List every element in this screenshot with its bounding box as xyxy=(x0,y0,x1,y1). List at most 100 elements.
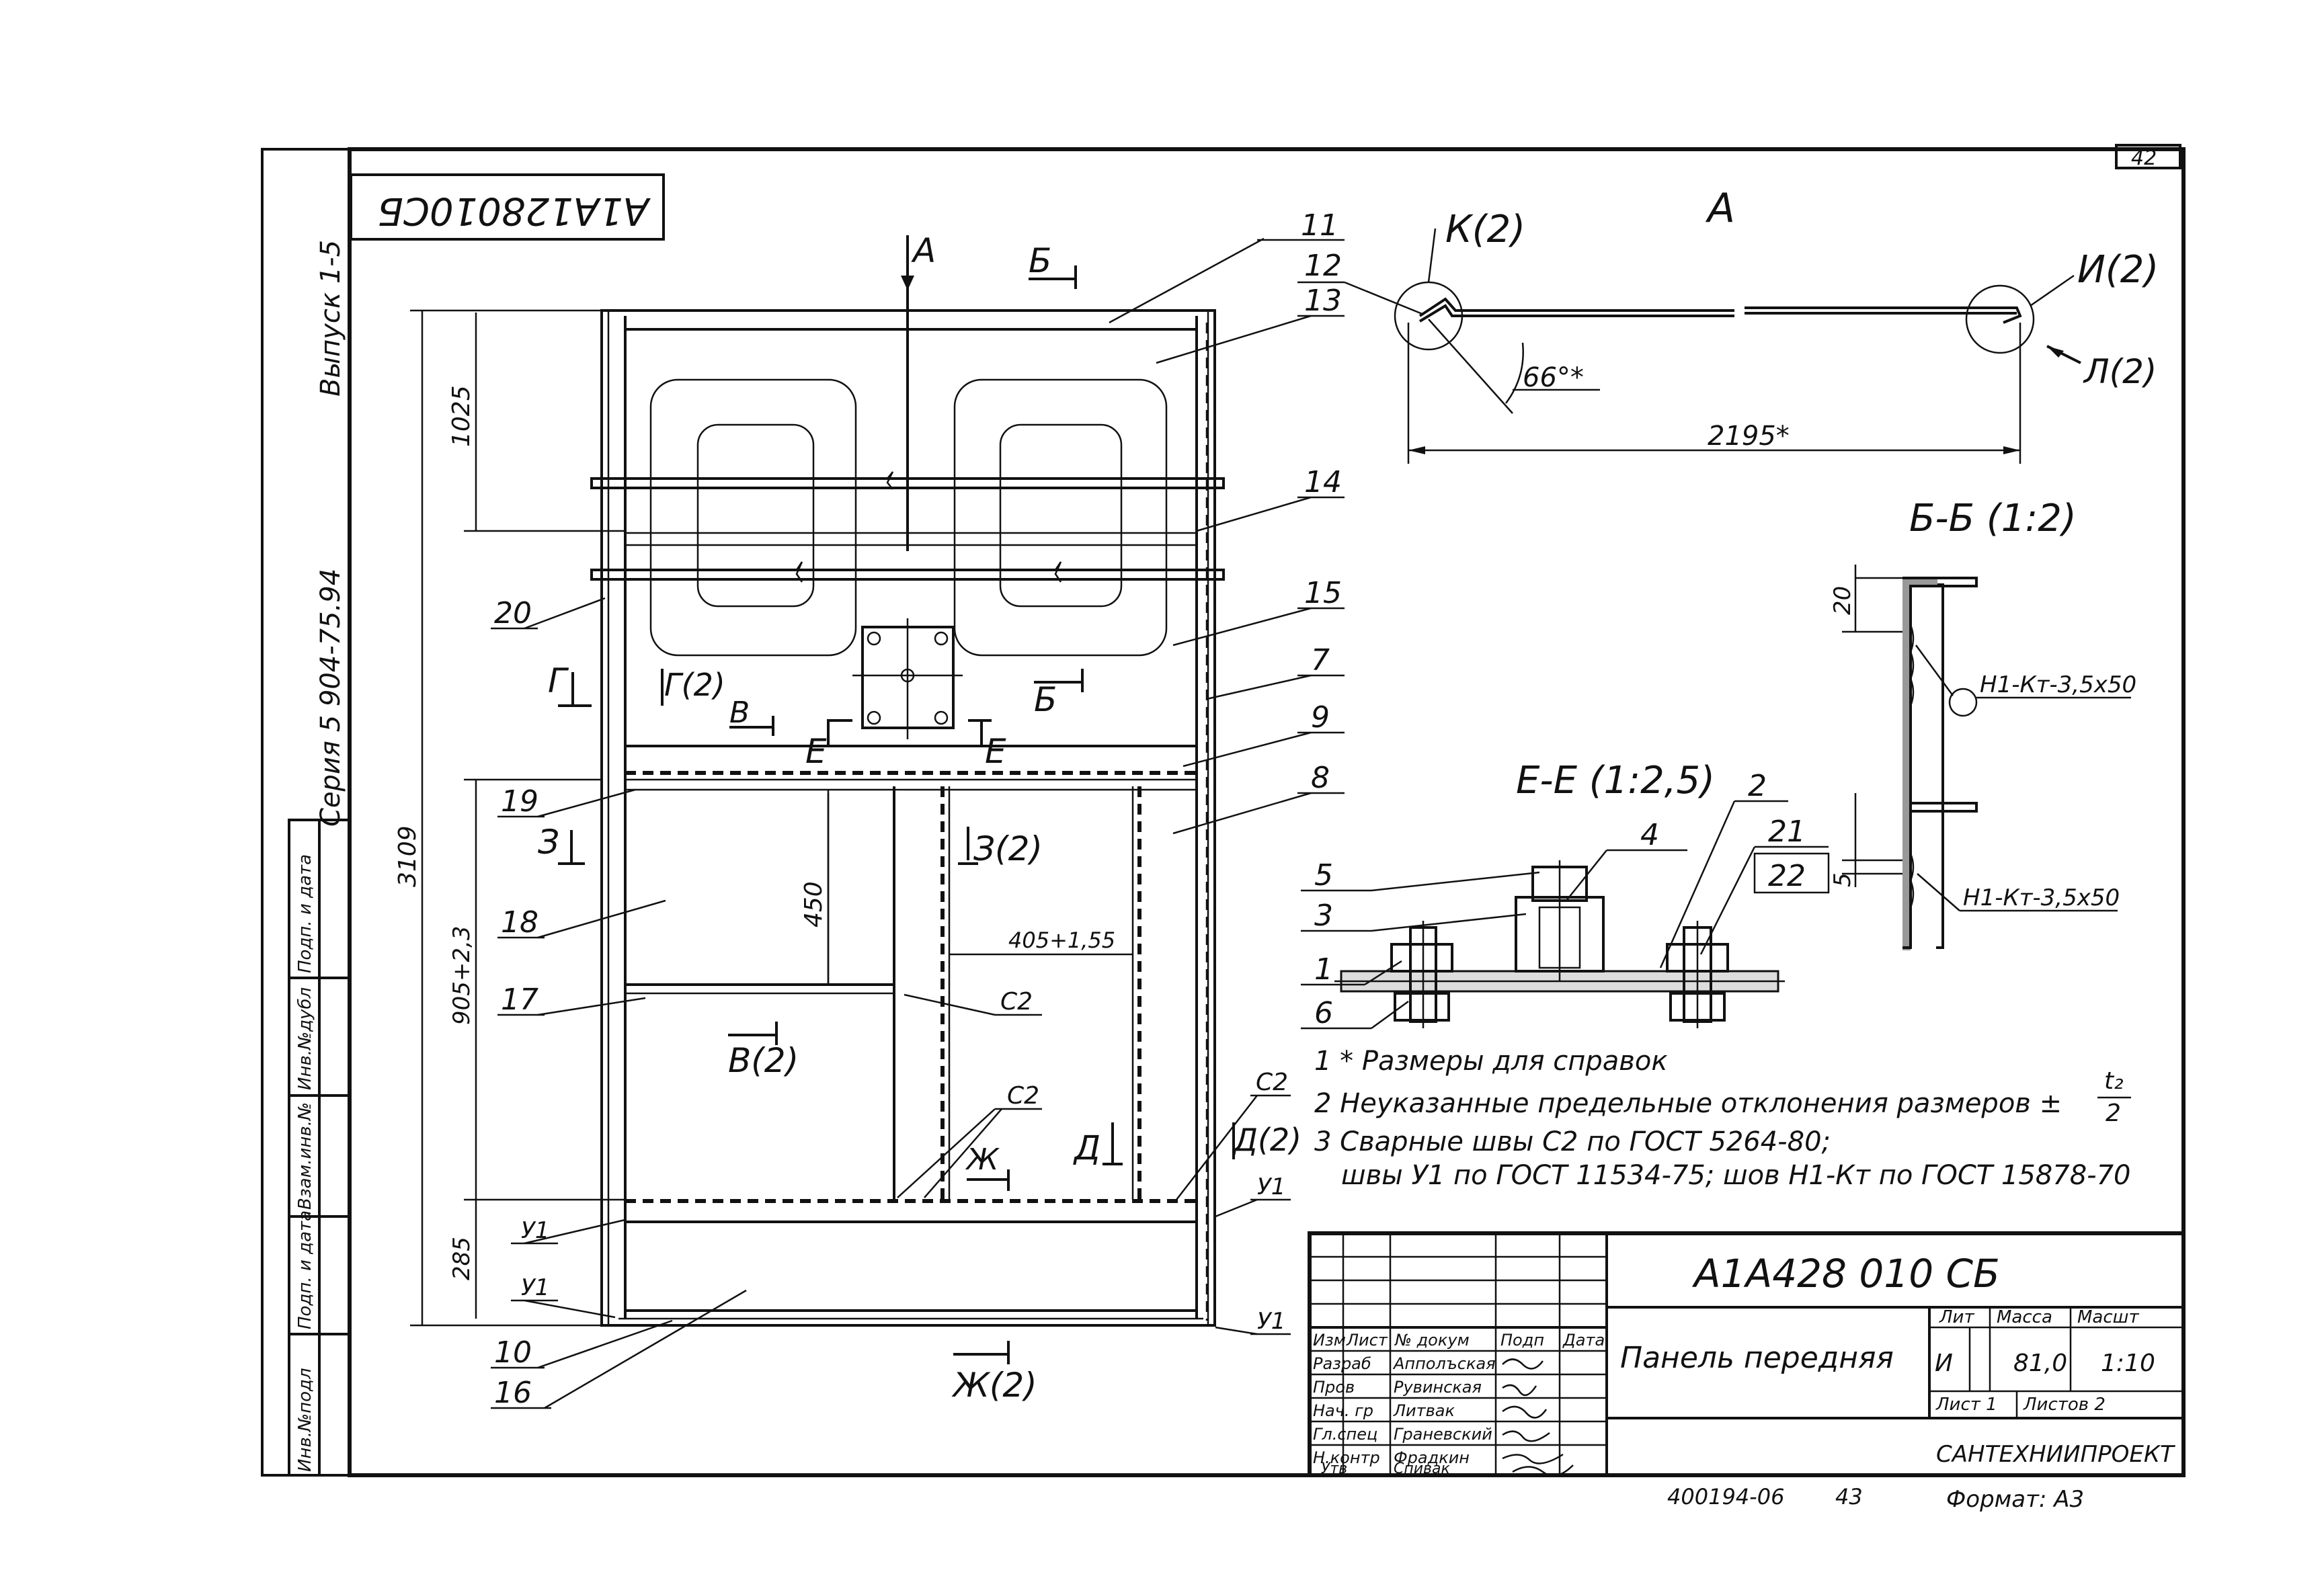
tb-name: Панель передняя xyxy=(1620,1341,1894,1375)
pos-17: 17 xyxy=(501,983,538,1017)
pos-21: 21 xyxy=(1768,815,1806,849)
tb-lit-label: Лит xyxy=(1939,1307,1974,1327)
pos-9: 9 xyxy=(1311,700,1330,735)
pos-20: 20 xyxy=(494,596,532,630)
tb-lit-value: И xyxy=(1935,1350,1953,1377)
tb-role-4: Гл.спец xyxy=(1313,1425,1377,1444)
note-2: 2 Неуказанные предельные отклонения разм… xyxy=(1314,1088,2062,1119)
dim-bb-5: 5 xyxy=(1829,872,1856,887)
section-zh2: Ж(2) xyxy=(951,1366,1037,1405)
dim-405: 405+1,55 xyxy=(1008,927,1115,953)
stamp-vzam-inv: Взам.инв.№ xyxy=(295,1102,315,1210)
weld-y1-b: У1 xyxy=(521,1274,549,1301)
tb-scale-label: Масшт xyxy=(2077,1307,2139,1327)
weld-h1-b: Н1-Кт-3,5х50 xyxy=(1963,884,2120,911)
sheet-frame: 42 xyxy=(261,144,2186,1477)
tb-mass-value: 81,0 xyxy=(2013,1350,2067,1377)
main-view-dimensions: 3109 1025 905+2,3 285 450 405+1,55 xyxy=(394,309,1133,1327)
weld-y1-d: У1 xyxy=(1257,1308,1285,1335)
pos-5: 5 xyxy=(1314,858,1333,893)
stamp-inv-podl: Инв.№подл xyxy=(295,1368,315,1472)
tb-organization: САНТЕХНИИПРОЕКТ xyxy=(1936,1441,2175,1468)
stamp-podp-data-2: Подп. и дата xyxy=(295,854,315,973)
rotated-stamp-code: A1A128010СБ xyxy=(377,189,651,233)
tb-name-1: Апполъская xyxy=(1392,1354,1496,1373)
pos-11: 11 xyxy=(1301,208,1338,243)
tb-scale-value: 1:10 xyxy=(2101,1350,2155,1377)
section-z: З xyxy=(538,823,559,862)
pos-13: 13 xyxy=(1304,284,1342,318)
tb-role-2: Пров xyxy=(1313,1378,1355,1397)
weld-y1-a: У1 xyxy=(521,1217,549,1244)
section-e-right: Е xyxy=(985,732,1006,771)
view-a-title: А xyxy=(1705,185,1735,232)
format-label: Формат: А3 xyxy=(1946,1486,2084,1513)
note-2-numerator: t₂ xyxy=(2104,1067,2124,1095)
section-v2: В(2) xyxy=(728,1041,799,1080)
weld-c2-a: С2 xyxy=(1000,988,1033,1016)
section-d: Д xyxy=(1073,1128,1100,1167)
section-ee: Е-Е (1:2,5) 5 3 1 6 4 xyxy=(1301,759,1830,1030)
signature-scribbles xyxy=(1502,1358,1574,1477)
section-v: В xyxy=(729,696,750,730)
sheet-number: 42 xyxy=(2131,147,2157,170)
tb-designation: А1А428 010 СБ xyxy=(1691,1251,2000,1296)
dim-905: 905+2,3 xyxy=(448,926,475,1025)
section-z2: З(2) xyxy=(973,829,1043,868)
tb-sheet: Лист 1 xyxy=(1935,1395,1997,1415)
bottom-code-page: 43 xyxy=(1835,1484,1863,1510)
tb-role-6: Утв xyxy=(1321,1460,1347,1477)
pos-4: 4 xyxy=(1640,818,1659,852)
tb-name-6: Спивак xyxy=(1394,1460,1450,1477)
section-e-left: Е xyxy=(805,732,827,771)
pos-14: 14 xyxy=(1304,465,1342,499)
tb-role-5: Н.контр xyxy=(1313,1448,1380,1467)
series-vypusk: Выпуск 1-5 xyxy=(315,240,346,397)
stamp-inv-dubl: Инв.№дубл xyxy=(295,987,315,1090)
tb-sheets: Листов 2 xyxy=(2023,1395,2106,1415)
note-3: 3 Сварные швы С2 по ГОСТ 5264-80; xyxy=(1314,1126,1831,1157)
series-seriya: Серия 5 904-75.94 xyxy=(315,569,346,827)
weld-c2-b: С2 xyxy=(1007,1082,1039,1110)
note-1: 1 * Размеры для справок xyxy=(1314,1046,1668,1077)
tb-name-4: Граневский xyxy=(1394,1425,1492,1444)
pos-19: 19 xyxy=(501,784,538,819)
pos-1: 1 xyxy=(1314,952,1333,987)
side-stamp: Инв.№подл Подп. и дата Взам.инв.№ Инв.№д… xyxy=(288,819,351,1477)
position-callouts: 11 13 14 15 7 9 8 20 19 18 17 10 xyxy=(491,208,1345,1410)
pos-2: 2 xyxy=(1748,769,1767,803)
section-g: Г xyxy=(548,661,569,700)
section-b-top: Б xyxy=(1029,241,1051,280)
section-markers: А Б Б Г Г(2) В Е Е З З(2) В(2) Ж Д xyxy=(538,231,1301,1405)
dim-1025: 1025 xyxy=(448,385,475,447)
view-a-i2: И(2) xyxy=(2077,248,2159,292)
section-bb-title: Б-Б (1:2) xyxy=(1909,497,2077,540)
pos-8: 8 xyxy=(1311,761,1330,795)
note-3b: швы У1 по ГОСТ 11534-75; шов Н1-Кт по ГО… xyxy=(1341,1160,2130,1191)
section-bb: Б-Б (1:2) 20 5 Н1-Кт-3,5х50 Н1-Кт-3,5х50 xyxy=(1829,497,2136,950)
dim-bb-20: 20 xyxy=(1829,586,1856,615)
dim-3109: 3109 xyxy=(394,825,422,887)
section-d2: Д(2) xyxy=(1232,1122,1301,1158)
tb-h-data: Дата xyxy=(1562,1331,1605,1350)
section-b-mid: Б xyxy=(1034,680,1057,719)
dim-angle: 66°* xyxy=(1523,362,1584,393)
tb-name-2: Рувинская xyxy=(1394,1378,1482,1397)
main-view xyxy=(590,235,1225,1327)
pos-22: 22 xyxy=(1768,859,1806,893)
series-block: Выпуск 1-5 Серия 5 904-75.94 xyxy=(315,240,346,827)
title-block: Изм Лист № докум Подп Дата Разраб Апполъ… xyxy=(1308,1231,2186,1477)
tb-h-dokum: № докум xyxy=(1394,1331,1470,1350)
arrow-a-label: А xyxy=(911,231,936,270)
pos-3: 3 xyxy=(1314,899,1333,933)
bottom-code: 400194-06 xyxy=(1667,1484,1784,1510)
pos-18: 18 xyxy=(501,905,538,940)
weld-y1-c: У1 xyxy=(1257,1173,1285,1200)
tb-h-podp: Подп xyxy=(1500,1331,1544,1350)
weld-c2-c: С2 xyxy=(1256,1069,1288,1096)
view-a-k2: К(2) xyxy=(1445,208,1525,251)
pos-12: 12 xyxy=(1304,249,1342,283)
pos-6: 6 xyxy=(1314,996,1333,1030)
tb-role-3: Нач. гр xyxy=(1313,1401,1373,1420)
